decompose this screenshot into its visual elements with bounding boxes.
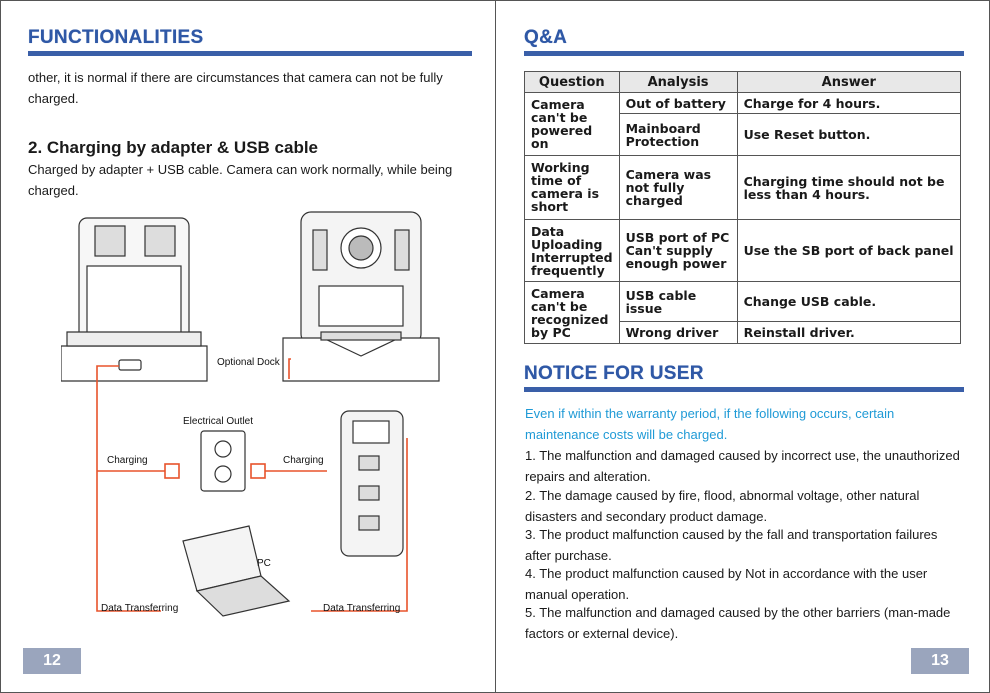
section-title-notice: NOTICE FOR USER [524,363,704,384]
page-13: Q&A Question Analysis Answer Camera can'… [497,1,990,693]
section-title-functionalities: FUNCTIONALITIES [28,27,204,48]
table-row: Data Uploading Interrupted frequently US… [524,219,962,282]
notice-item-1: 1. The malfunction and damaged caused by… [525,448,960,484]
analysis-cell: Camera was not fully charged [618,155,738,220]
section-rule [524,51,964,56]
qa-table-header: Question Analysis Answer [524,71,962,93]
notice-item-4: 4. The product malfunction caused by Not… [525,566,928,602]
qa-table: Question Analysis Answer Camera can't be… [524,71,962,344]
header-question: Question [524,71,620,93]
charging-text: Charged by adapter + USB cable. Camera c… [28,162,453,198]
camera-side-view [340,410,404,557]
analysis-cell: Mainboard Protection [618,113,738,156]
answer-cell: Use the SB port of back panel [736,219,962,282]
intro-text: other, it is normal if there are circums… [28,70,443,106]
electrical-outlet [200,430,246,492]
question-cell: Camera can't be powered on [524,92,620,156]
question-cell: Camera can't be recognized by PC [524,281,620,344]
label-charging-left: Charging [107,455,148,466]
table-row: Mainboard Protection Use Reset button. [525,113,962,156]
notice-warning: Even if within the warranty period, if t… [525,406,895,442]
dock-front-view [282,211,440,382]
table-row: Wrong driver Reinstall driver. [525,321,962,344]
page-number-right: 13 [911,648,969,674]
laptop-pc [182,525,291,617]
dock-back-view [60,217,208,382]
analysis-cell: USB port of PC Can't supply enough power [618,219,738,282]
answer-cell: Use Reset button. [736,113,962,156]
table-row: Camera can't be powered on Out of batter… [524,92,962,156]
label-data-transferring-right: Data Transferring [323,603,401,614]
answer-cell: Charging time should not be less than 4 … [736,155,962,220]
section-rule [524,387,964,392]
answer-cell: Charge for 4 hours. [736,92,962,114]
page-12: FUNCTIONALITIES other, it is normal if t… [1,1,496,693]
cables [96,358,408,612]
charging-heading: 2. Charging by adapter & USB cable [28,138,319,157]
label-optional-dock: Optional Dock [217,357,280,368]
charging-diagram: Optional Dock Electrical Outlet Charging… [60,206,471,626]
header-answer: Answer [736,71,962,93]
charging-diagram-illustration [60,211,440,617]
analysis-cell: Out of battery [618,92,738,114]
section-rule [28,51,472,56]
analysis-cell: USB cable issue [618,281,738,322]
question-cell: Data Uploading Interrupted frequently [524,219,620,282]
notice-item-2: 2. The damage caused by fire, flood, abn… [525,488,920,524]
section-title-qa: Q&A [524,27,568,48]
label-data-transferring-left: Data Transferring [101,603,179,614]
question-cell: Working time of camera is short [524,155,620,220]
label-electrical-outlet: Electrical Outlet [183,416,254,427]
label-pc: PC [257,558,271,569]
table-row: Camera can't be recognized by PC USB cab… [524,281,962,344]
table-row: Working time of camera is short Camera w… [524,155,962,220]
notice-item-3: 3. The product malfunction caused by the… [525,527,938,563]
analysis-cell: Wrong driver [618,321,738,344]
answer-cell: Change USB cable. [736,281,962,322]
label-charging-right: Charging [283,455,324,466]
notice-item-5: 5. The malfunction and damaged caused by… [525,605,951,641]
answer-cell: Reinstall driver. [736,321,962,344]
header-analysis: Analysis [618,71,738,93]
page-number-left: 12 [23,648,81,674]
